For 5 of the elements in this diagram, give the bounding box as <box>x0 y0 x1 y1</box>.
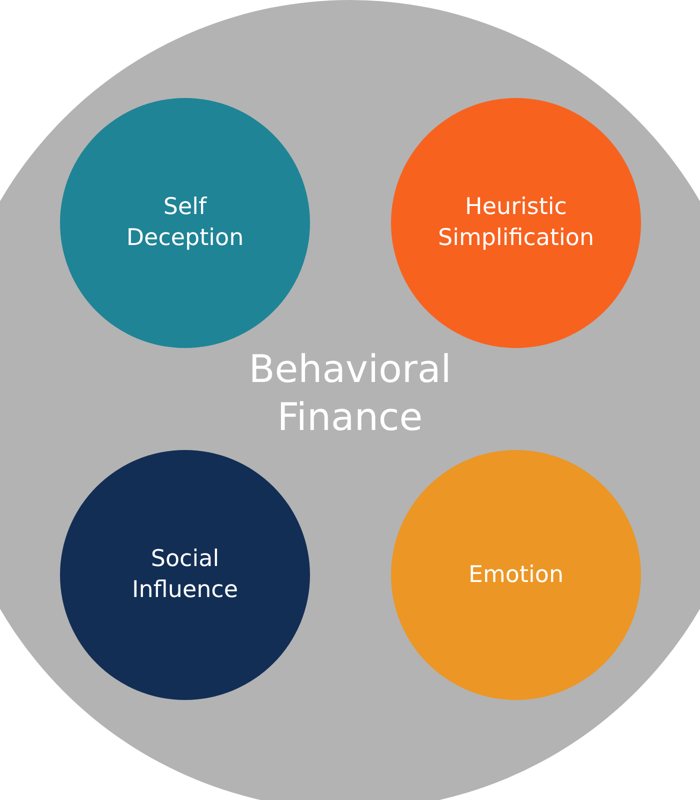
circle-label: Heuristic Simplification <box>436 193 596 253</box>
circle-label: Emotion <box>467 560 565 590</box>
center-title: Behavioral Finance <box>248 346 452 441</box>
circle-label: Social Influence <box>131 545 239 605</box>
circle-label: Self Deception <box>125 193 245 253</box>
